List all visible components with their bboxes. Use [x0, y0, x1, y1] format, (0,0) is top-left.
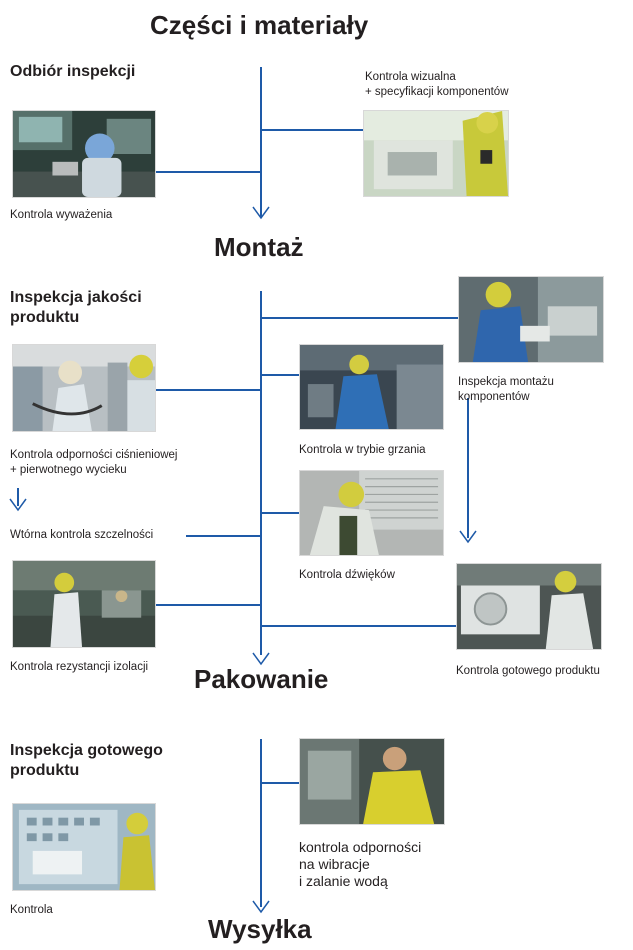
final-heading-line-2: produktu [10, 762, 80, 779]
flow-branch-finished [260, 625, 457, 627]
arrow-down-icon [252, 206, 270, 220]
pressure-check-caption-line-1: Kontrola odporności ciśnieniowej [10, 449, 178, 461]
insulation-check-caption: Kontrola rezystancji izolacji [10, 661, 149, 673]
pressure-check-caption-line-2: + pierwotnego wycieku [10, 464, 127, 476]
finished-product-photo [456, 563, 602, 650]
quality-heading-line-2: produktu [10, 309, 80, 326]
insulation-check-photo [12, 560, 156, 648]
flow-main-line-3 [260, 739, 262, 907]
flow-branch-heating [260, 374, 300, 376]
heating-mode-photo [299, 344, 444, 430]
visual-check-photo [363, 110, 509, 197]
flow-branch-secondary-leak [186, 535, 260, 537]
vibration-check-caption-line-3: i zalanie wodą [299, 873, 388, 889]
flow-branch-component [260, 317, 459, 319]
secondary-leak-caption: Wtórna kontrola szczelności [10, 529, 154, 541]
arrow-down-icon [459, 530, 477, 544]
sound-check-photo [299, 470, 444, 556]
heating-mode-caption: Kontrola w trybie grzania [299, 444, 426, 456]
balance-check-caption: Kontrola wyważenia [10, 209, 113, 221]
stage-parts-title: Części i materiały [150, 10, 369, 40]
flow-branch-pressure [155, 389, 260, 391]
balance-check-photo [12, 110, 156, 198]
flow-main-line-1 [260, 67, 262, 217]
flow-branch-sound [260, 512, 300, 514]
stage-packing-title: Pakowanie [194, 664, 329, 694]
visual-check-caption-line-2: + specyfikacji komponentów [365, 86, 509, 98]
stage-assembly-title: Montaż [214, 232, 304, 262]
final-control-caption: Kontrola [10, 904, 53, 916]
receiving-heading: Odbiór inspekcji [10, 63, 136, 80]
final-control-photo [12, 803, 156, 891]
stage-shipping-title: Wysyłka [208, 914, 312, 944]
vibration-check-caption-line-1: kontrola odporności [299, 839, 422, 855]
vibration-check-photo [299, 738, 445, 825]
flow-branch-insulation [155, 604, 260, 606]
final-heading-line-1: Inspekcja gotowego [10, 742, 163, 759]
arrow-down-icon [252, 652, 270, 666]
visual-check-caption-line-1: Kontrola wizualna [365, 71, 456, 83]
quality-heading-line-1: Inspekcja jakości [10, 289, 142, 306]
pressure-check-photo [12, 344, 156, 432]
flow-left-short-line [17, 488, 19, 506]
flow-branch-vibration [260, 782, 300, 784]
flow-branch-balance [155, 171, 260, 173]
sound-check-caption: Kontrola dźwięków [299, 569, 395, 581]
component-assembly-caption-line-1: Inspekcja montażu [458, 376, 554, 388]
vibration-check-caption-line-2: na wibracje [299, 856, 370, 872]
component-assembly-caption-line-2: komponentów [458, 391, 530, 403]
arrow-down-icon [9, 498, 27, 512]
flow-main-line-2 [260, 291, 262, 655]
arrow-down-icon [252, 900, 270, 914]
finished-product-caption: Kontrola gotowego produktu [456, 665, 600, 677]
component-assembly-photo [458, 276, 604, 363]
flow-right-line [467, 398, 469, 538]
flow-branch-visual [260, 129, 364, 131]
